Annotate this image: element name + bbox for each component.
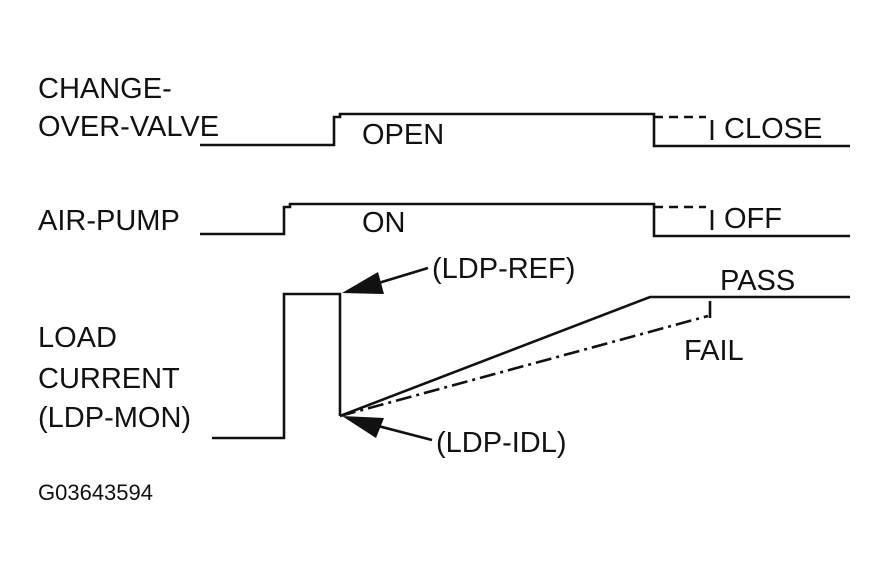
load-current-row: LOAD CURRENT (LDP-MON) (LDP-REF) (LDP-ID… xyxy=(38,253,850,459)
fail-label: FAIL xyxy=(684,335,744,367)
ldp-idl-arrow-line xyxy=(377,424,433,442)
ldp-ref-arrow-line xyxy=(371,266,429,287)
load-current-label-line2: CURRENT xyxy=(38,363,180,395)
change-over-valve-label-line1: CHANGE- xyxy=(38,73,172,105)
air-pump-off-label: OFF xyxy=(724,203,782,235)
load-current-label-line1: LOAD xyxy=(38,322,117,354)
load-current-label-line3: (LDP-MON) xyxy=(38,402,191,434)
load-current-waveform xyxy=(212,292,342,440)
ldp-ref-arrowhead xyxy=(342,272,384,294)
air-pump-label: AIR-PUMP xyxy=(38,205,180,237)
ldp-idl-arrowhead xyxy=(342,416,384,438)
ldp-idl-label: (LDP-IDL) xyxy=(436,427,567,459)
ldp-ref-label: (LDP-REF) xyxy=(432,253,575,285)
pass-label: PASS xyxy=(720,265,795,297)
change-over-valve-waveform xyxy=(200,112,850,148)
air-pump-on-label: ON xyxy=(362,207,406,239)
change-over-valve-row: CHANGE- OVER-VALVE OPEN CLOSE xyxy=(38,73,850,151)
change-over-valve-label-line2: OVER-VALVE xyxy=(38,111,219,143)
change-over-valve-close-label: CLOSE xyxy=(724,113,822,145)
figure-id: G03643594 xyxy=(38,480,153,505)
load-current-fail-line xyxy=(339,314,709,418)
load-current-pass-line xyxy=(339,295,850,418)
air-pump-row: AIR-PUMP ON OFF xyxy=(38,202,850,239)
change-over-valve-open-label: OPEN xyxy=(362,119,444,151)
air-pump-waveform xyxy=(200,202,850,238)
